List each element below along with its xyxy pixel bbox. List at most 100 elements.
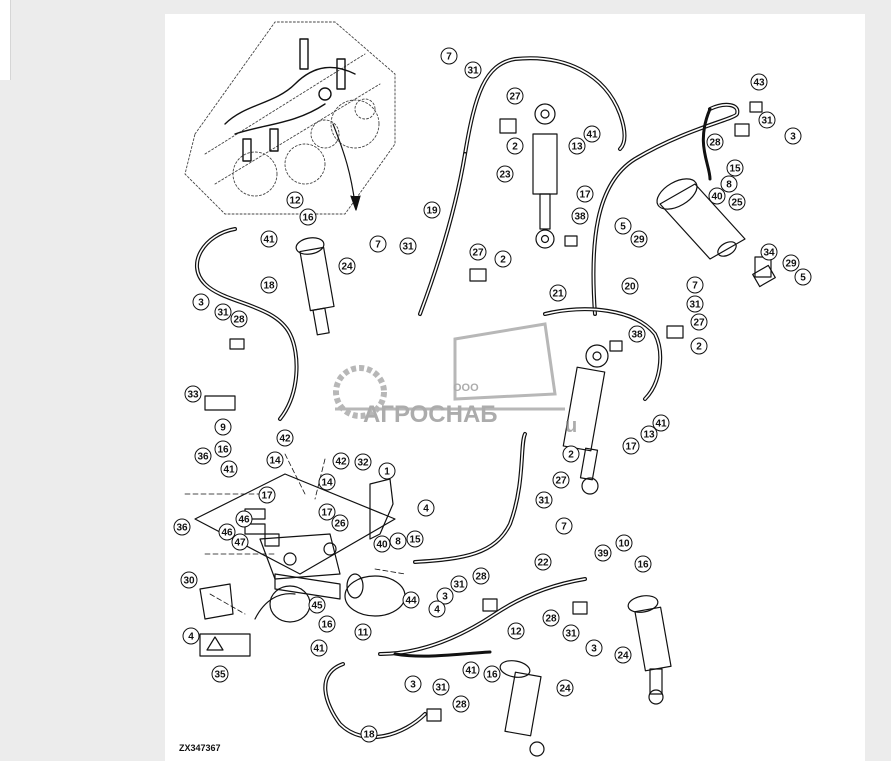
callout-29: 29 (782, 254, 800, 272)
hose-15-outer (413, 432, 527, 564)
callout-2: 2 (494, 250, 512, 268)
callout-3: 3 (784, 127, 802, 145)
callout-label: 7 (446, 52, 452, 63)
callout-circle (214, 418, 232, 436)
callout-46: 46 (218, 523, 236, 541)
callout-1: 1 (378, 462, 396, 480)
callout-30: 30 (180, 571, 198, 589)
callout-circle (331, 514, 349, 532)
callout-label: 28 (545, 614, 557, 625)
callout-label: 7 (561, 522, 567, 533)
callout-circle (378, 462, 396, 480)
callout-circle (464, 61, 482, 79)
callout-label: 46 (238, 515, 250, 526)
callout-label: 23 (499, 170, 511, 181)
callout-label: 16 (302, 213, 314, 224)
bracket-30 (199, 583, 234, 620)
callout-circle (173, 518, 191, 536)
detail-arrowhead (350, 195, 361, 211)
callout-15: 15 (726, 159, 744, 177)
hose-18-left-outer (194, 227, 299, 421)
watermark-small-text: ООО (453, 382, 479, 394)
callout-23: 23 (496, 165, 514, 183)
callout-28: 28 (230, 310, 248, 328)
callout-circle (389, 532, 407, 550)
accumulator-44 (344, 573, 406, 617)
decal-35 (199, 633, 251, 657)
callout-5: 5 (614, 217, 632, 235)
callout-circle (534, 553, 552, 571)
callout-label: 16 (217, 445, 229, 456)
callout-label: 5 (800, 273, 806, 284)
callout-circle (720, 175, 738, 193)
callout-label: 15 (729, 164, 741, 175)
callout-circle (496, 165, 514, 183)
callout-label: 3 (198, 298, 204, 309)
callout-circle (507, 622, 525, 640)
callout-16: 16 (214, 440, 232, 458)
callout-circle (260, 230, 278, 248)
callout-label: 41 (313, 644, 325, 655)
callout-label: 19 (426, 206, 438, 217)
callout-layer: 7312724113231743313281584025529381912164… (173, 47, 812, 743)
callout-36: 36 (194, 447, 212, 465)
callout-label: 31 (538, 496, 550, 507)
callout-circle (332, 452, 350, 470)
callout-20: 20 (621, 277, 639, 295)
callout-circle (549, 284, 567, 302)
callout-label: 27 (555, 476, 567, 487)
callout-circle (338, 257, 356, 275)
callout-circle (622, 437, 640, 455)
callout-label: 17 (321, 508, 333, 519)
callout-28: 28 (452, 695, 470, 713)
clamp-28-left (229, 338, 245, 350)
callout-circle (628, 325, 646, 343)
decal-33 (204, 395, 236, 411)
callout-label: 28 (455, 700, 467, 711)
hose-19-inner (464, 57, 626, 155)
callout-36: 36 (173, 518, 191, 536)
callout-label: 4 (188, 632, 194, 643)
callout-43: 43 (750, 73, 768, 91)
callout-41: 41 (310, 639, 328, 657)
callout-label: 26 (334, 519, 346, 530)
callout-16: 16 (318, 615, 336, 633)
callout-17: 17 (318, 503, 336, 521)
clamp-28-bottom-center (426, 708, 442, 722)
callout-31: 31 (535, 491, 553, 509)
callout-17: 17 (622, 437, 640, 455)
callout-label: 11 (358, 628, 369, 639)
callout-17: 17 (258, 486, 276, 504)
callout-14: 14 (266, 451, 284, 469)
hydraulic-parts-diagram: ООО АГРОСНАБ u 7312724113231743313281584… (173, 21, 812, 757)
callout-7: 7 (369, 235, 387, 253)
clamp-27-top (499, 118, 517, 134)
callout-circle (462, 661, 480, 679)
callout-3: 3 (585, 639, 603, 657)
callout-circle (180, 571, 198, 589)
callout-circle (318, 503, 336, 521)
callout-24: 24 (556, 679, 574, 697)
callout-circle (758, 111, 776, 129)
callout-label: 36 (197, 452, 209, 463)
callout-circle (556, 679, 574, 697)
callout-label: 31 (217, 308, 229, 319)
callout-circle (760, 243, 778, 261)
callout-28: 28 (542, 609, 560, 627)
callout-41: 41 (652, 414, 670, 432)
callout-label: 27 (509, 92, 521, 103)
callout-label: 17 (261, 491, 273, 502)
callout-circle (231, 533, 249, 551)
callout-circle (615, 534, 633, 552)
callout-circle (652, 414, 670, 432)
callout-label: 13 (643, 430, 655, 441)
callout-label: 2 (696, 342, 702, 353)
callout-circle (218, 523, 236, 541)
callout-circle (373, 535, 391, 553)
callout-label: 20 (624, 282, 636, 293)
cylinder-23 (532, 103, 558, 249)
callout-15: 15 (406, 530, 424, 548)
callout-4: 4 (182, 627, 200, 645)
callout-42: 42 (332, 452, 350, 470)
